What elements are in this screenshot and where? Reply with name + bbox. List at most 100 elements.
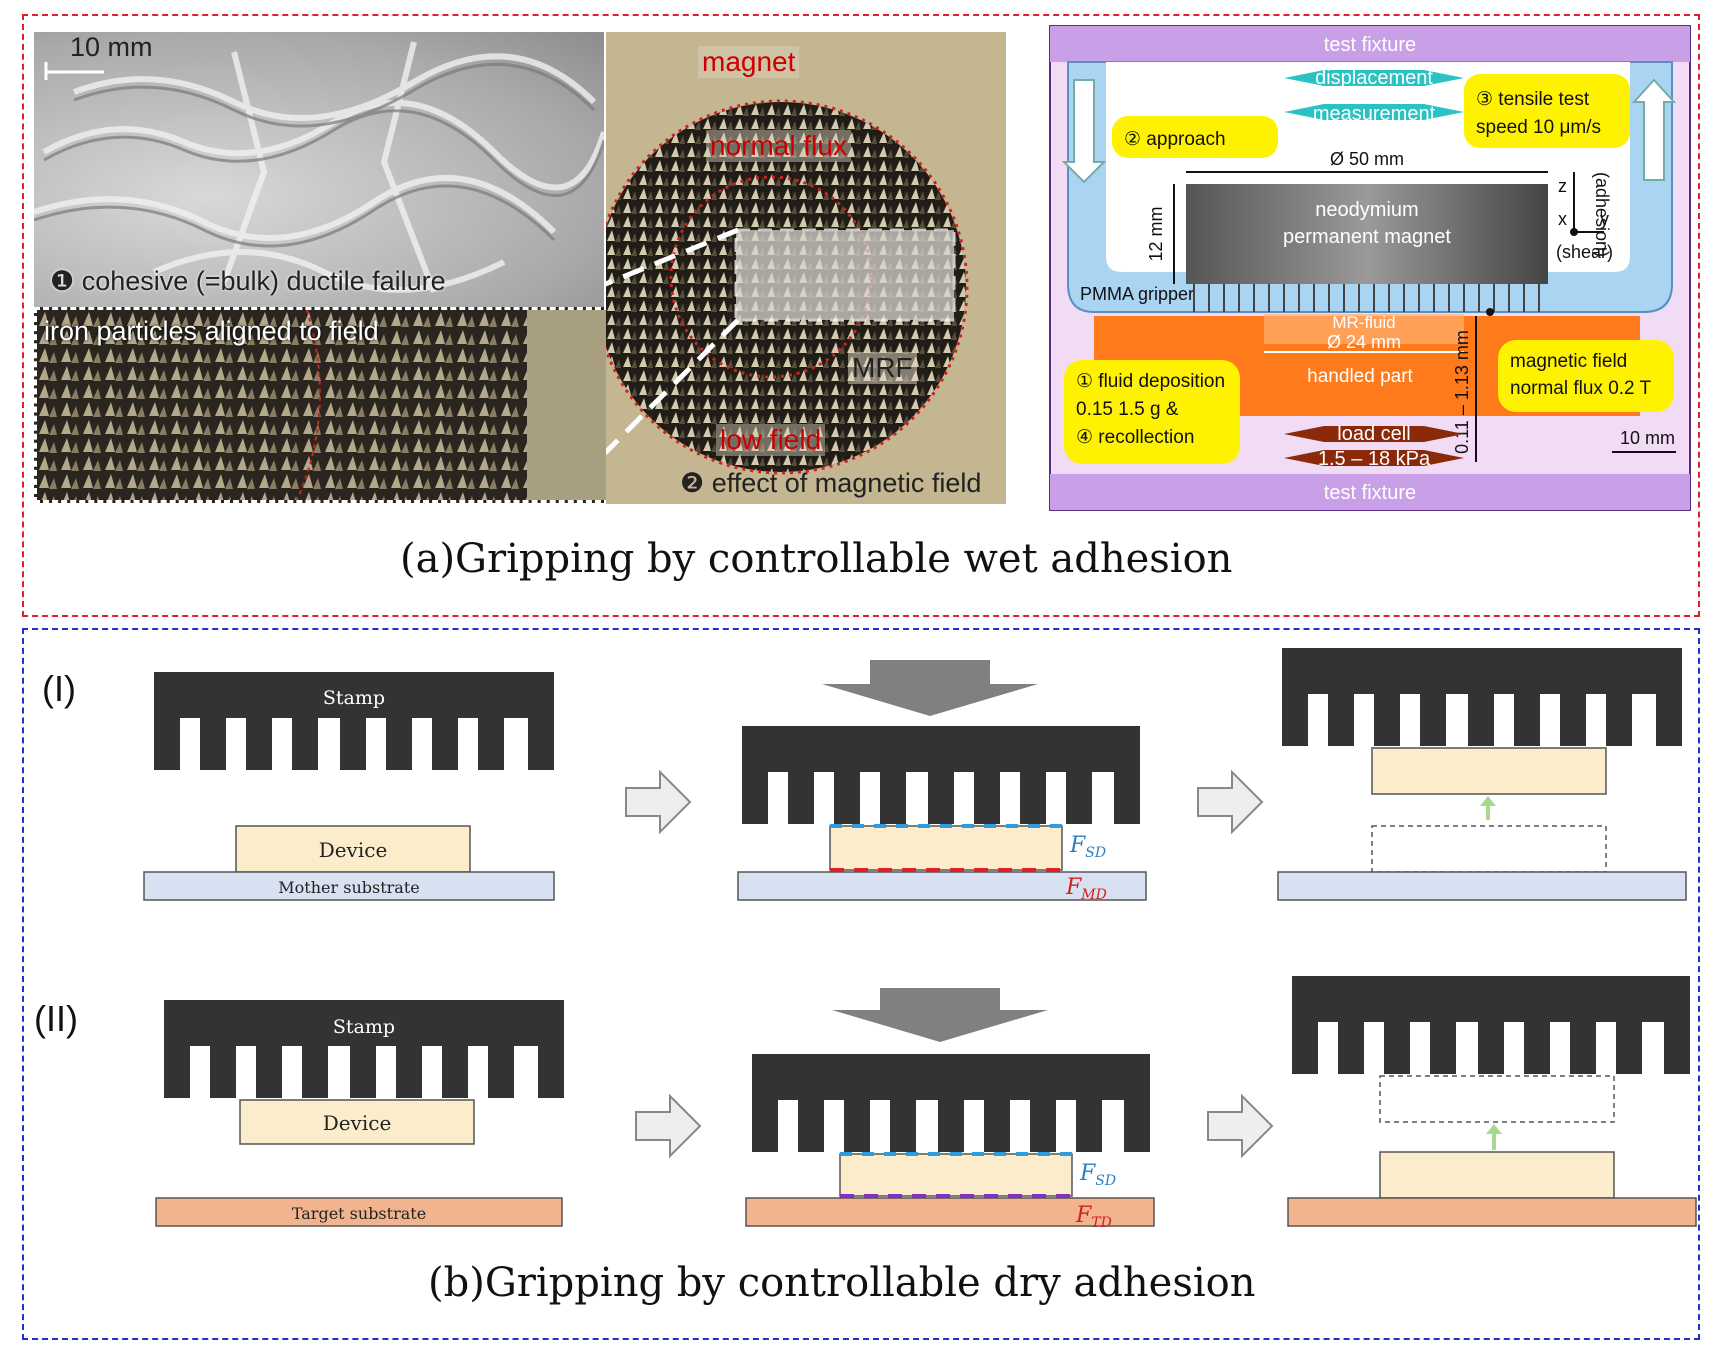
substrate-label-2a: Target substrate [292,1204,426,1223]
fluid-diameter-label: Ø 24 mm [1327,332,1401,352]
low-field-label: low field [716,424,826,456]
mr-fluid [1264,314,1464,344]
device-2b [839,1153,1073,1197]
shear-label: (shear) [1556,242,1613,262]
approach-label: ② approach [1124,129,1226,150]
test-fixture-top [1050,26,1690,62]
step-arrow-1a [625,769,692,835]
substrate-label-1a: Mother substrate [278,878,419,897]
tensile-label-2: speed 10 μm/s [1476,117,1601,138]
stamp-body-1a [154,672,554,718]
magnet-label-1: neodymium [1315,199,1418,221]
device-1b [829,825,1063,871]
stamp-posts-1b [742,772,1140,824]
mother-substrate-1a [143,871,555,901]
load-cell-label-1: load cell [1337,423,1410,445]
device-label-2a: Device [323,1111,392,1135]
adhesion-label: (adhesion) [1592,172,1612,257]
stamp-posts-2c [1292,1022,1690,1074]
flux-lines [1193,284,1540,312]
device-picked-1 [1371,747,1607,795]
magnet-label-2: permanent magnet [1283,226,1451,248]
force-md-label-1: FMD [1065,875,1107,903]
deposition-label-2: 0.15 1.5 g & [1076,399,1179,420]
stamp-label-1a: Stamp [323,687,385,709]
stamp-label-2a: Stamp [333,1016,395,1038]
magnetic-field-label-1: magnetic field [1510,351,1627,372]
diameter-label: Ø 50 mm [1330,149,1404,169]
displacement-label-2: measurement [1313,103,1436,125]
axis-z-label: z [1558,176,1567,196]
tensile-callout [1464,74,1630,148]
device-ghost-2 [1379,1075,1615,1123]
axis-origin [1570,228,1578,236]
wet-gripper-setup: test fixture test fixture PMMA gripper d… [1049,25,1691,511]
scale-label: 10 mm [1620,428,1675,448]
row-2-label: (II) [34,998,78,1039]
stamp-body-2a [164,1000,564,1046]
cohesive-failure-photo [34,32,604,307]
device-1a [235,825,471,873]
mother-substrate-1b [737,871,1147,901]
target-substrate-2c [1287,1197,1697,1227]
displacement-arrow-top [1284,70,1464,86]
step-arrow-2a [635,1093,702,1159]
normal-flux-label: normal flux [706,130,851,162]
wet-adhesion-panel [22,14,1700,617]
failure-pattern [34,41,604,294]
axis-x-label: x [1558,209,1567,229]
force-td-label-2: FTD [1075,1203,1112,1231]
dry-adhesion-panel [22,628,1700,1340]
cohesive-failure-label: ❶ cohesive (=bulk) ductile failure [50,266,446,296]
deposition-callout [1064,360,1240,464]
mother-substrate-1c [1277,871,1687,901]
neodymium-magnet [1186,184,1548,284]
magnetic-effect-label: ❷ effect of magnetic field [680,468,982,498]
approach-arrow [1061,79,1107,184]
device-2a [239,1099,475,1145]
approach-callout [1112,116,1278,158]
stamp-posts-2b [752,1100,1150,1152]
test-fixture-bottom [1050,474,1690,510]
force-sd-label-2: FSD [1079,1161,1116,1189]
photo-scale-label: 10 mm [70,32,153,62]
device-placed-2 [1379,1151,1615,1199]
tensile-label-1: ③ tensile test [1476,89,1590,110]
deposition-label-1: ① fluid deposition [1076,371,1225,392]
axis-y-label: y [1600,209,1609,229]
mrf-disc [606,32,1006,504]
magnetic-field-photo [606,32,1006,504]
stamp-posts-1a [154,718,554,770]
press-arrow-1 [822,660,1038,716]
displacement-arrow-bottom [1284,104,1464,120]
iron-particles-label: iron particles aligned to field [44,316,379,346]
target-substrate-2a [155,1197,563,1227]
magnetic-field-label-2: normal flux 0.2 T [1510,378,1652,399]
load-cell-arrow-bottom [1284,450,1464,466]
dry-adhesion-caption: (b)Gripping by controllable dry adhesion [428,1260,1256,1306]
device-ghost-1 [1371,825,1607,873]
mr-fluid-label: MR-fluid [1332,313,1395,332]
press-arrow-2 [832,988,1048,1042]
target-substrate-2b [745,1197,1155,1227]
pmma-gripper-label: PMMA gripper [1080,284,1194,304]
iron-particles-photo [34,307,610,503]
stamp-body-2b [752,1054,1150,1100]
stamp-body-1c [1282,648,1682,694]
stamp-body-2c [1292,976,1690,1022]
test-fixture-bottom-label: test fixture [1324,482,1416,504]
displacement-label-1: displacement [1315,67,1433,89]
iron-spikes [37,310,607,500]
force-sd-label-1: FSD [1069,833,1106,861]
wet-adhesion-caption: (a)Gripping by controllable wet adhesion [400,536,1233,582]
field-marker [1486,308,1494,316]
device-label-1a: Device [319,838,388,862]
test-fixture-top-label: test fixture [1324,34,1416,56]
height-label: 12 mm [1146,206,1166,261]
step-arrow-2b [1207,1093,1274,1159]
gap-label: 0.11 – 1.13 mm [1452,330,1472,454]
deposition-label-3: ④ recollection [1076,427,1194,448]
row-1-label: (I) [42,668,76,709]
load-cell-label-2: 1.5 – 18 kPa [1318,448,1431,470]
